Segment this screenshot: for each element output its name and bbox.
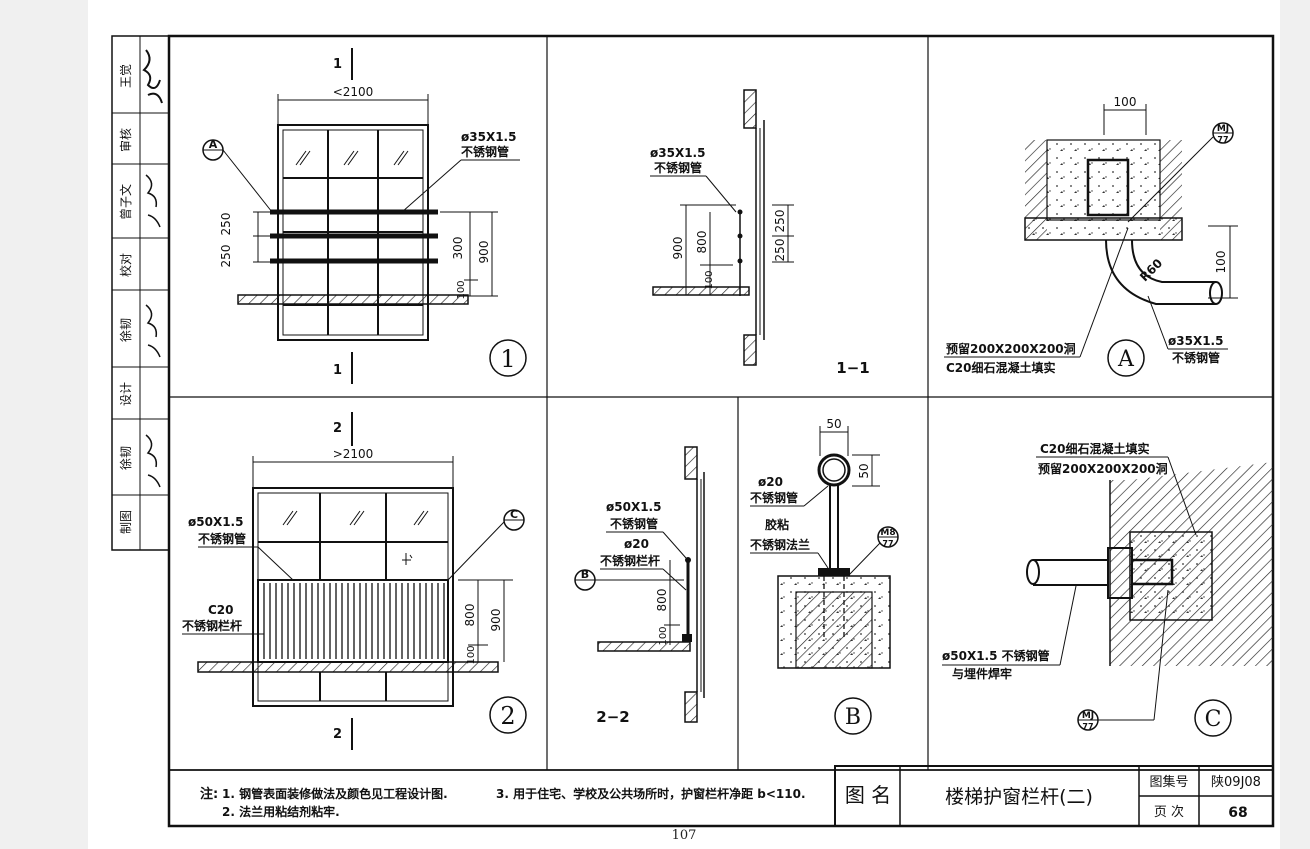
title-block: 图 名 楼梯护窗栏杆(二) 图集号 陕09J08 页 次 68 [834, 765, 1274, 827]
dB-flange: 不锈钢法兰 [750, 537, 810, 552]
dC-label: C [1205, 707, 1222, 732]
section-1-1: ø35X1.5 不锈钢管 900 800 100 250 250 1−1 [650, 89, 870, 377]
signature-labels: 王觉 审核 曾子文 校对 徐韧 设计 徐韧 制图 [118, 49, 163, 534]
s11-dim-250a: 250 [773, 210, 787, 233]
dB-bar: ø20 [758, 475, 783, 489]
drawing-sheet: 王觉 审核 曾子文 校对 徐韧 设计 徐韧 制图 1 <2100 [88, 0, 1280, 849]
sig-role-4: 制图 [119, 510, 133, 534]
section-mark-1-bot: 1 [333, 363, 342, 378]
s11-pipe: ø35X1.5 [650, 146, 705, 160]
notes: 注: 1. 钢管表面装修做法及颜色见工程设计图. 3. 用于住宅、学校及公共场所… [200, 786, 806, 819]
section-mark-2-bot: 2 [333, 727, 342, 742]
sig-name-2: 曾子文 [118, 184, 133, 220]
page-number-in-title: 68 [1228, 805, 1247, 821]
s22-dim-800: 800 [655, 589, 669, 612]
atlas-number: 陕09J08 [1211, 775, 1261, 790]
s11-dim-900: 900 [671, 237, 685, 260]
dC-hole: 预留200X200X200洞 [1038, 461, 1168, 476]
drawing-title: 楼梯护窗栏杆(二) [945, 786, 1093, 808]
d2-rail-grade: C20 [208, 603, 234, 617]
d2-width: >2100 [333, 447, 374, 461]
sig-role-2: 校对 [118, 253, 133, 277]
dC-fill: C20细石混凝土填实 [1040, 441, 1150, 456]
s11-dim-800: 800 [695, 231, 709, 254]
s11-dim-250b: 250 [773, 239, 787, 262]
dC-mj: MJ [1082, 711, 1094, 721]
d2-dim-900: 900 [489, 609, 503, 632]
d2-pipe-material: 不锈钢管 [198, 531, 246, 546]
detail-number-circle [489, 339, 527, 377]
dA-hole: 预留200X200X200洞 [946, 341, 1076, 356]
dA-pipe-material: 不锈钢管 [1172, 350, 1220, 365]
section-mark-2-top: 2 [333, 421, 342, 436]
d2-rail: 不锈钢栏杆 [182, 618, 242, 633]
d1-dim-900: 900 [477, 241, 491, 264]
d1-dim-250a: 250 [219, 213, 233, 236]
dB-w: 50 [826, 417, 841, 431]
d1-dim-300: 300 [451, 237, 465, 260]
dB-mj: M8 [880, 528, 895, 538]
s11-dim-100: 100 [704, 270, 715, 289]
dA-height: 100 [1214, 251, 1228, 274]
d1-pipe: ø35X1.5 [461, 130, 516, 144]
d2-ref: C [510, 508, 518, 521]
section-mark-1-top: 1 [333, 57, 342, 72]
s22-bar-material: 不锈钢栏杆 [600, 553, 660, 568]
atlas-label: 图集号 [1149, 774, 1188, 790]
detail-1: 1 <2100 250 250 300 900 100 ø35X1.5 不锈钢管 [202, 48, 527, 384]
d2-pipe: ø50X1.5 [188, 515, 243, 529]
d1-number: 1 [500, 345, 515, 373]
sig-role-3: 设计 [119, 382, 133, 406]
notes-prefix: 注: [200, 786, 218, 802]
d1-dim-100: 100 [456, 280, 467, 299]
title-name-label: 图 名 [845, 783, 891, 807]
detail-2: 2 >2100 800 900 100 ø50X1.5 不锈钢管 C20 不锈钢… [182, 412, 527, 750]
note-3: 3. 用于住宅、学校及公共场所时，护窗栏杆净距 b<110. [496, 786, 806, 801]
d1-width: <2100 [333, 85, 374, 99]
drawing-svg: 王觉 审核 曾子文 校对 徐韧 设计 徐韧 制图 1 <2100 [111, 34, 1275, 828]
s11-label: 1−1 [836, 359, 869, 377]
sig-name-3: 徐韧 [118, 318, 133, 342]
dB-label: B [845, 705, 861, 730]
dC-pipe: ø50X1.5 不锈钢管 [942, 648, 1050, 663]
s22-pipe: ø50X1.5 [606, 500, 661, 514]
s11-pipe-material: 不锈钢管 [654, 160, 702, 175]
sig-name-4: 徐韧 [118, 446, 133, 470]
d2-number: 2 [500, 702, 515, 730]
s22-bar: ø20 [624, 537, 649, 551]
dB-glue: 胶粘 [765, 517, 789, 532]
dA-radius: R60 [1137, 256, 1165, 284]
page-label: 页 次 [1154, 804, 1184, 820]
dC-mj-sub: 77 [1082, 722, 1093, 731]
section-2-2: ø50X1.5 不锈钢管 ø20 不锈钢栏杆 800 100 B 2−2 [574, 446, 705, 726]
dC-weld: 与埋件焊牢 [952, 666, 1012, 681]
s22-label: 2−2 [596, 708, 629, 726]
sig-role-1: 审核 [118, 128, 133, 152]
d1-ref: A [209, 138, 218, 151]
dA-width: 100 [1114, 95, 1137, 109]
note-1: 1. 钢管表面装修做法及颜色见工程设计图. [222, 786, 448, 801]
sig-name-1: 王觉 [119, 64, 133, 88]
dA-label: A [1117, 347, 1135, 372]
dA-pipe: ø35X1.5 [1168, 334, 1223, 348]
d1-dim-250b: 250 [219, 245, 233, 268]
note-2: 2. 法兰用粘结剂粘牢. [222, 804, 340, 819]
detail-C: C20细石混凝土填实 预留200X200X200洞 ø50X1.5 不锈钢管 与… [942, 441, 1273, 737]
dB-mj-sub: 77 [882, 539, 893, 548]
d2-dim-800: 800 [463, 604, 477, 627]
s22-pipe-material: 不锈钢管 [610, 516, 658, 531]
dA-mj-sub: 77 [1217, 135, 1228, 144]
d1-pipe-material: 不锈钢管 [461, 144, 509, 159]
detail-A: 100 R60 100 MJ 77 预留200X200X200洞 C20细石混凝… [944, 95, 1238, 377]
page-number: 107 [671, 828, 697, 843]
dA-mj: MJ [1217, 124, 1229, 134]
detail-B: 50 50 ø20 不锈钢管 胶粘 不锈钢法兰 M8 77 B [750, 417, 899, 735]
d2-dim-100: 100 [466, 645, 477, 664]
dB-bar-material: 不锈钢管 [750, 490, 798, 505]
s22-dim-100: 100 [658, 626, 669, 645]
dB-h: 50 [857, 463, 871, 478]
dA-fill: C20细石混凝土填实 [946, 360, 1056, 375]
s22-ref: B [581, 568, 589, 581]
